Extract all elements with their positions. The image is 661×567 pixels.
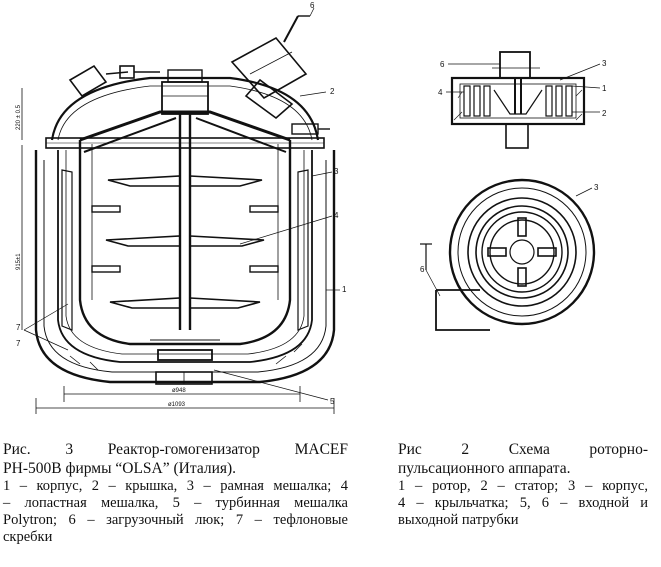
figure-1-caption: Рис. 3 Реактор-гомогенизатор MACEF PH-50… [3, 440, 348, 546]
figure-1-number: 3 [65, 441, 74, 458]
figure-1-title-line-2: PH-500B фирмы “OLSA” (Италия). [3, 460, 237, 477]
label-6-top: 6 [440, 60, 445, 69]
label-2: 2 [330, 87, 335, 96]
figure-1-legend-line: 1 – корпус, 2 – крышка, 3 – рамная мешал… [3, 478, 348, 494]
figure-1-legend-line: – лопастная мешалка, 5 – турбинная мешал… [3, 495, 348, 511]
figure-2-prefix: Рис 2 [398, 441, 470, 458]
label-4: 4 [334, 211, 339, 220]
reactor-drawing: 220 ± 0.5 915±1 ø948 ø1093 [16, 1, 347, 414]
label-1-top: 1 [602, 84, 607, 93]
label-5: 5 [330, 397, 335, 406]
rotor-section-drawing: 6 4 1 2 3 [438, 51, 607, 149]
label-2-top: 2 [602, 109, 607, 118]
figure-1-prefix: Рис. [3, 441, 31, 458]
figure-1-title-a: Реактор-гомогенизатор MACEF [107, 441, 348, 458]
label-3-plan: 3 [594, 183, 599, 192]
loading-hatch [230, 15, 310, 120]
label-3: 3 [334, 167, 339, 176]
label-7b: 7 [16, 339, 21, 348]
figure-2-caption: Рис 2 Схема роторно- пульсационного аппа… [398, 440, 648, 529]
dim-outer-diameter: ø1093 [168, 402, 186, 408]
dim-body-height: 915±1 [16, 253, 22, 270]
figure-1-legend-line: Polytron; 6 – загрузочный люк; 7 – тефло… [3, 512, 348, 528]
label-3-top: 3 [602, 59, 607, 68]
label-4-top: 4 [438, 88, 443, 97]
figure-2-title-a: Схема роторно- [508, 441, 649, 458]
label-6-plan: 6 [420, 265, 425, 274]
figure-2-title-line-2: пульсационного аппарата. [398, 460, 571, 477]
figure-2-legend-line: выходной патрубки [398, 512, 519, 528]
figure-2-legend-line: 1 – ротор, 2 – статор; 3 – корпус, [398, 478, 648, 494]
rotor-plan-drawing: 3 6 [420, 178, 599, 331]
figure-1-legend-line: скребки [3, 529, 53, 545]
figure-2-legend-line: 4 – крыльчатка; 5, 6 – входной и [398, 495, 648, 511]
figure-2-title-line-1: Рис 2 Схема роторно- [398, 440, 648, 459]
label-7a: 7 [16, 323, 21, 332]
dim-inner-diameter: ø948 [172, 388, 186, 394]
label-1: 1 [342, 285, 347, 294]
label-6: 6 [310, 1, 315, 10]
figure-1-title-line-1: Рис. 3 Реактор-гомогенизатор MACEF [3, 440, 348, 459]
dim-cover-height: 220 ± 0.5 [16, 104, 22, 130]
